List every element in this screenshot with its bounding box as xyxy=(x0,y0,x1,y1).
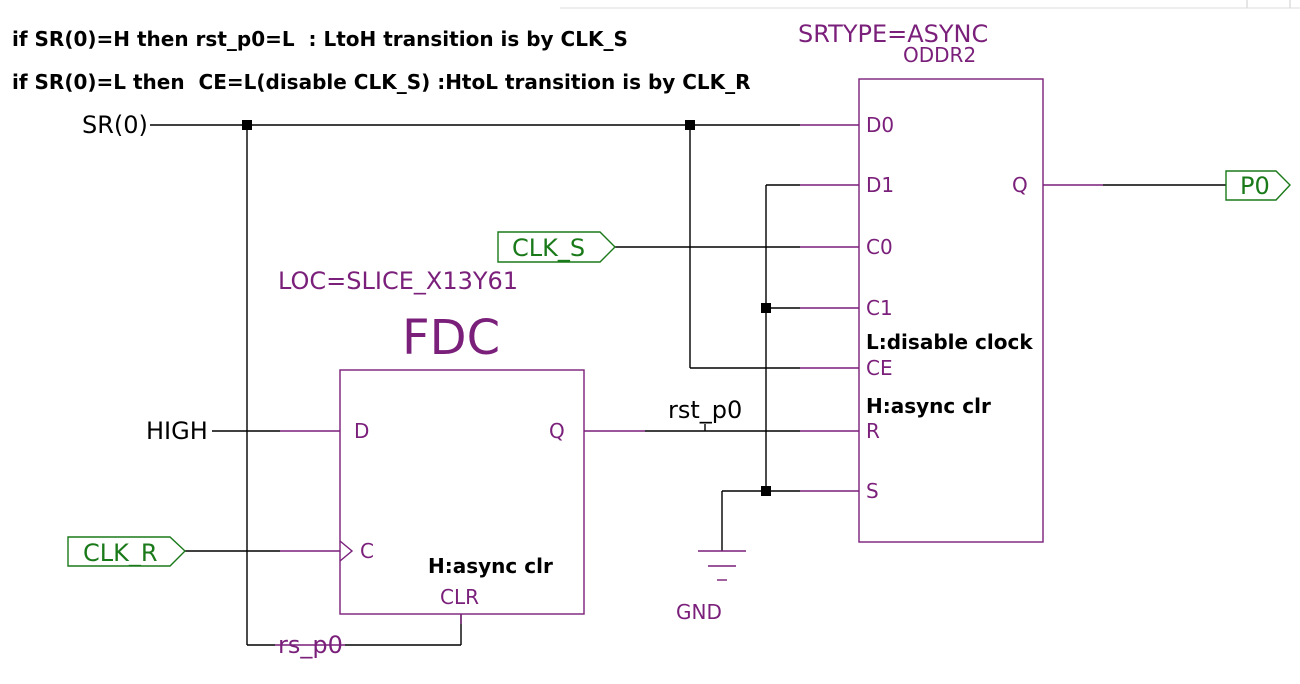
fdc-pin-clr: CLR xyxy=(440,585,479,609)
oddr2-component: SRTYPE=ASYNC ODDR2 D0 D1 C0 C1 L:disable… xyxy=(798,20,1103,543)
fdc-component: LOC=SLICE_X13Y61 FDC D C Q H:async clr C… xyxy=(275,267,645,646)
fdc-note-clr: H:async clr xyxy=(428,554,553,578)
note-line-2: if SR(0)=L then CE=L(disable CLK_S) :Hto… xyxy=(12,70,751,94)
fdc-pin-q: Q xyxy=(549,419,565,443)
oddr2-pin-d0: D0 xyxy=(866,113,894,137)
port-clk-r-shape xyxy=(67,536,187,567)
gnd-symbol-icon: GND xyxy=(676,550,746,624)
oddr2-pin-d1: D1 xyxy=(866,173,894,197)
port-p0-label: P0 xyxy=(1240,172,1270,200)
oddr2-pin-stubs xyxy=(800,124,1103,492)
fdc-pin-c: C xyxy=(360,539,374,563)
net-label-rst-p0: rst_p0 xyxy=(668,396,742,424)
junction-dot xyxy=(761,303,771,313)
oddr2-pin-q: Q xyxy=(1012,173,1028,197)
net-label-rs-p0: rs_p0 xyxy=(278,631,343,659)
gnd-label: GND xyxy=(676,600,722,624)
oddr2-note-r: H:async clr xyxy=(866,394,991,418)
port-p0: P0 xyxy=(1225,170,1291,201)
oddr2-note-ce: L:disable clock xyxy=(866,330,1033,354)
fdc-pin-stubs xyxy=(275,430,645,646)
port-clk-r-label: CLK_R xyxy=(83,539,158,567)
oddr2-attr: SRTYPE=ASYNC xyxy=(798,20,988,48)
oddr2-pin-ce: CE xyxy=(866,356,893,380)
wires xyxy=(150,124,1226,646)
fdc-pin-d: D xyxy=(354,419,369,443)
port-clk-s-label: CLK_S xyxy=(512,234,585,262)
net-label-high: HIGH xyxy=(146,417,208,445)
fdc-body xyxy=(339,369,585,615)
oddr2-name: ODDR2 xyxy=(903,43,976,67)
port-clk-s: CLK_S xyxy=(497,231,616,263)
oddr2-body xyxy=(858,78,1044,543)
fdc-loc: LOC=SLICE_X13Y61 xyxy=(278,267,518,295)
junction-dot xyxy=(242,120,252,130)
oddr2-pin-c0: C0 xyxy=(866,235,893,259)
fdc-name: FDC xyxy=(402,310,500,366)
fdc-clock-triangle-icon xyxy=(339,540,354,562)
port-p0-shape xyxy=(1225,170,1291,201)
oddr2-pin-s: S xyxy=(866,479,879,503)
junction-dot xyxy=(685,120,695,130)
oddr2-pin-c1: C1 xyxy=(866,296,893,320)
junction-dot xyxy=(761,486,771,496)
note-line-1: if SR(0)=H then rst_p0=L : LtoH transiti… xyxy=(12,27,628,51)
port-clk-r: CLK_R xyxy=(67,536,187,567)
port-clk-s-shape xyxy=(497,231,616,263)
junctions xyxy=(242,120,771,496)
net-label-sr0: SR(0) xyxy=(82,111,148,139)
oddr2-pin-r: R xyxy=(866,419,880,443)
